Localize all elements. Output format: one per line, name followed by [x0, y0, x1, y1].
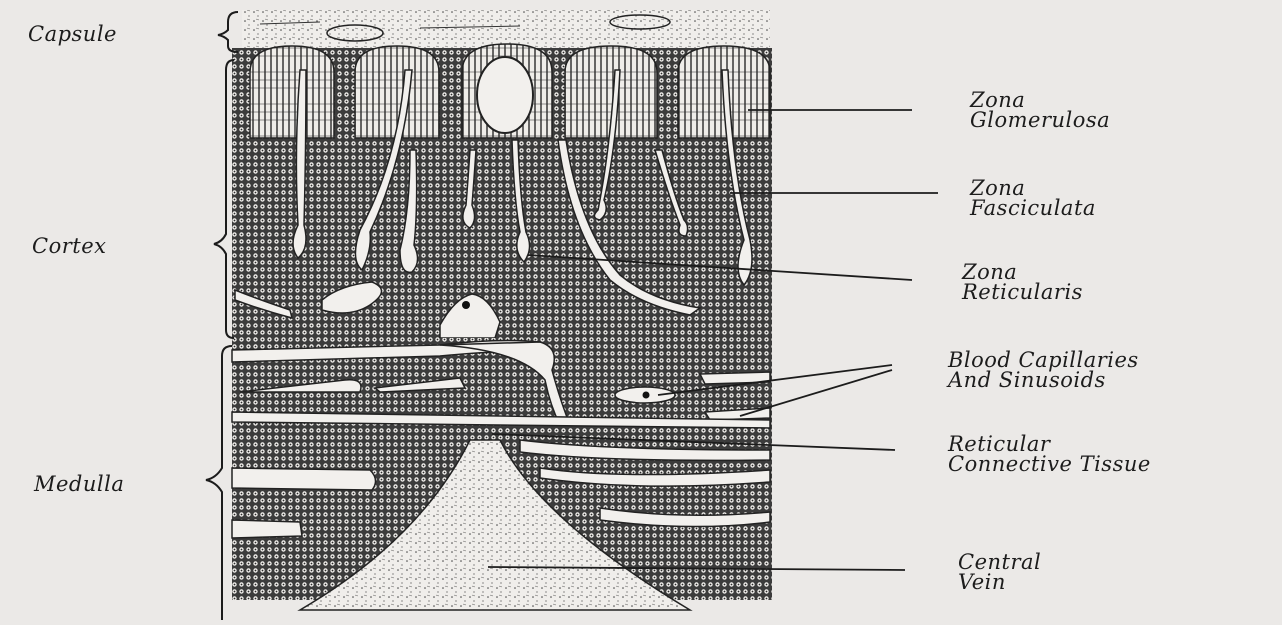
zona-glomerulosa-line1: Zona [970, 90, 1110, 110]
blood-capillaries-line2: And Sinusoids [948, 370, 1139, 390]
reticular-tissue-label: Reticular Connective Tissue [948, 434, 1151, 474]
zona-reticularis-line2: Reticularis [962, 282, 1083, 302]
zona-glomerulosa-line2: Glomerulosa [970, 110, 1110, 130]
reticular-tissue-line1: Reticular [948, 434, 1151, 454]
reticular-tissue-line2: Connective Tissue [948, 454, 1151, 474]
capsule-layer [242, 10, 770, 48]
central-vein-line1: Central [958, 552, 1041, 572]
capsule-label: Capsule [28, 24, 117, 44]
medulla-label: Medulla [34, 474, 124, 494]
zona-fasciculata-line2: Fasciculata [970, 198, 1096, 218]
zona-glomerulosa-label: Zona Glomerulosa [970, 90, 1110, 130]
central-vein-label: Central Vein [958, 552, 1041, 592]
zona-fasciculata-label: Zona Fasciculata [970, 178, 1096, 218]
blood-capillaries-line1: Blood Capillaries [948, 350, 1139, 370]
zona-glomerulosa-loops [250, 44, 770, 138]
zona-fasciculata-line1: Zona [970, 178, 1096, 198]
cortex-label: Cortex [32, 236, 106, 256]
zona-reticularis-label: Zona Reticularis [962, 262, 1083, 302]
cortex-tissue [232, 44, 772, 338]
zona-reticularis-line1: Zona [962, 262, 1083, 282]
central-vein-line2: Vein [958, 572, 1041, 592]
blood-capillaries-label: Blood Capillaries And Sinusoids [948, 350, 1139, 390]
